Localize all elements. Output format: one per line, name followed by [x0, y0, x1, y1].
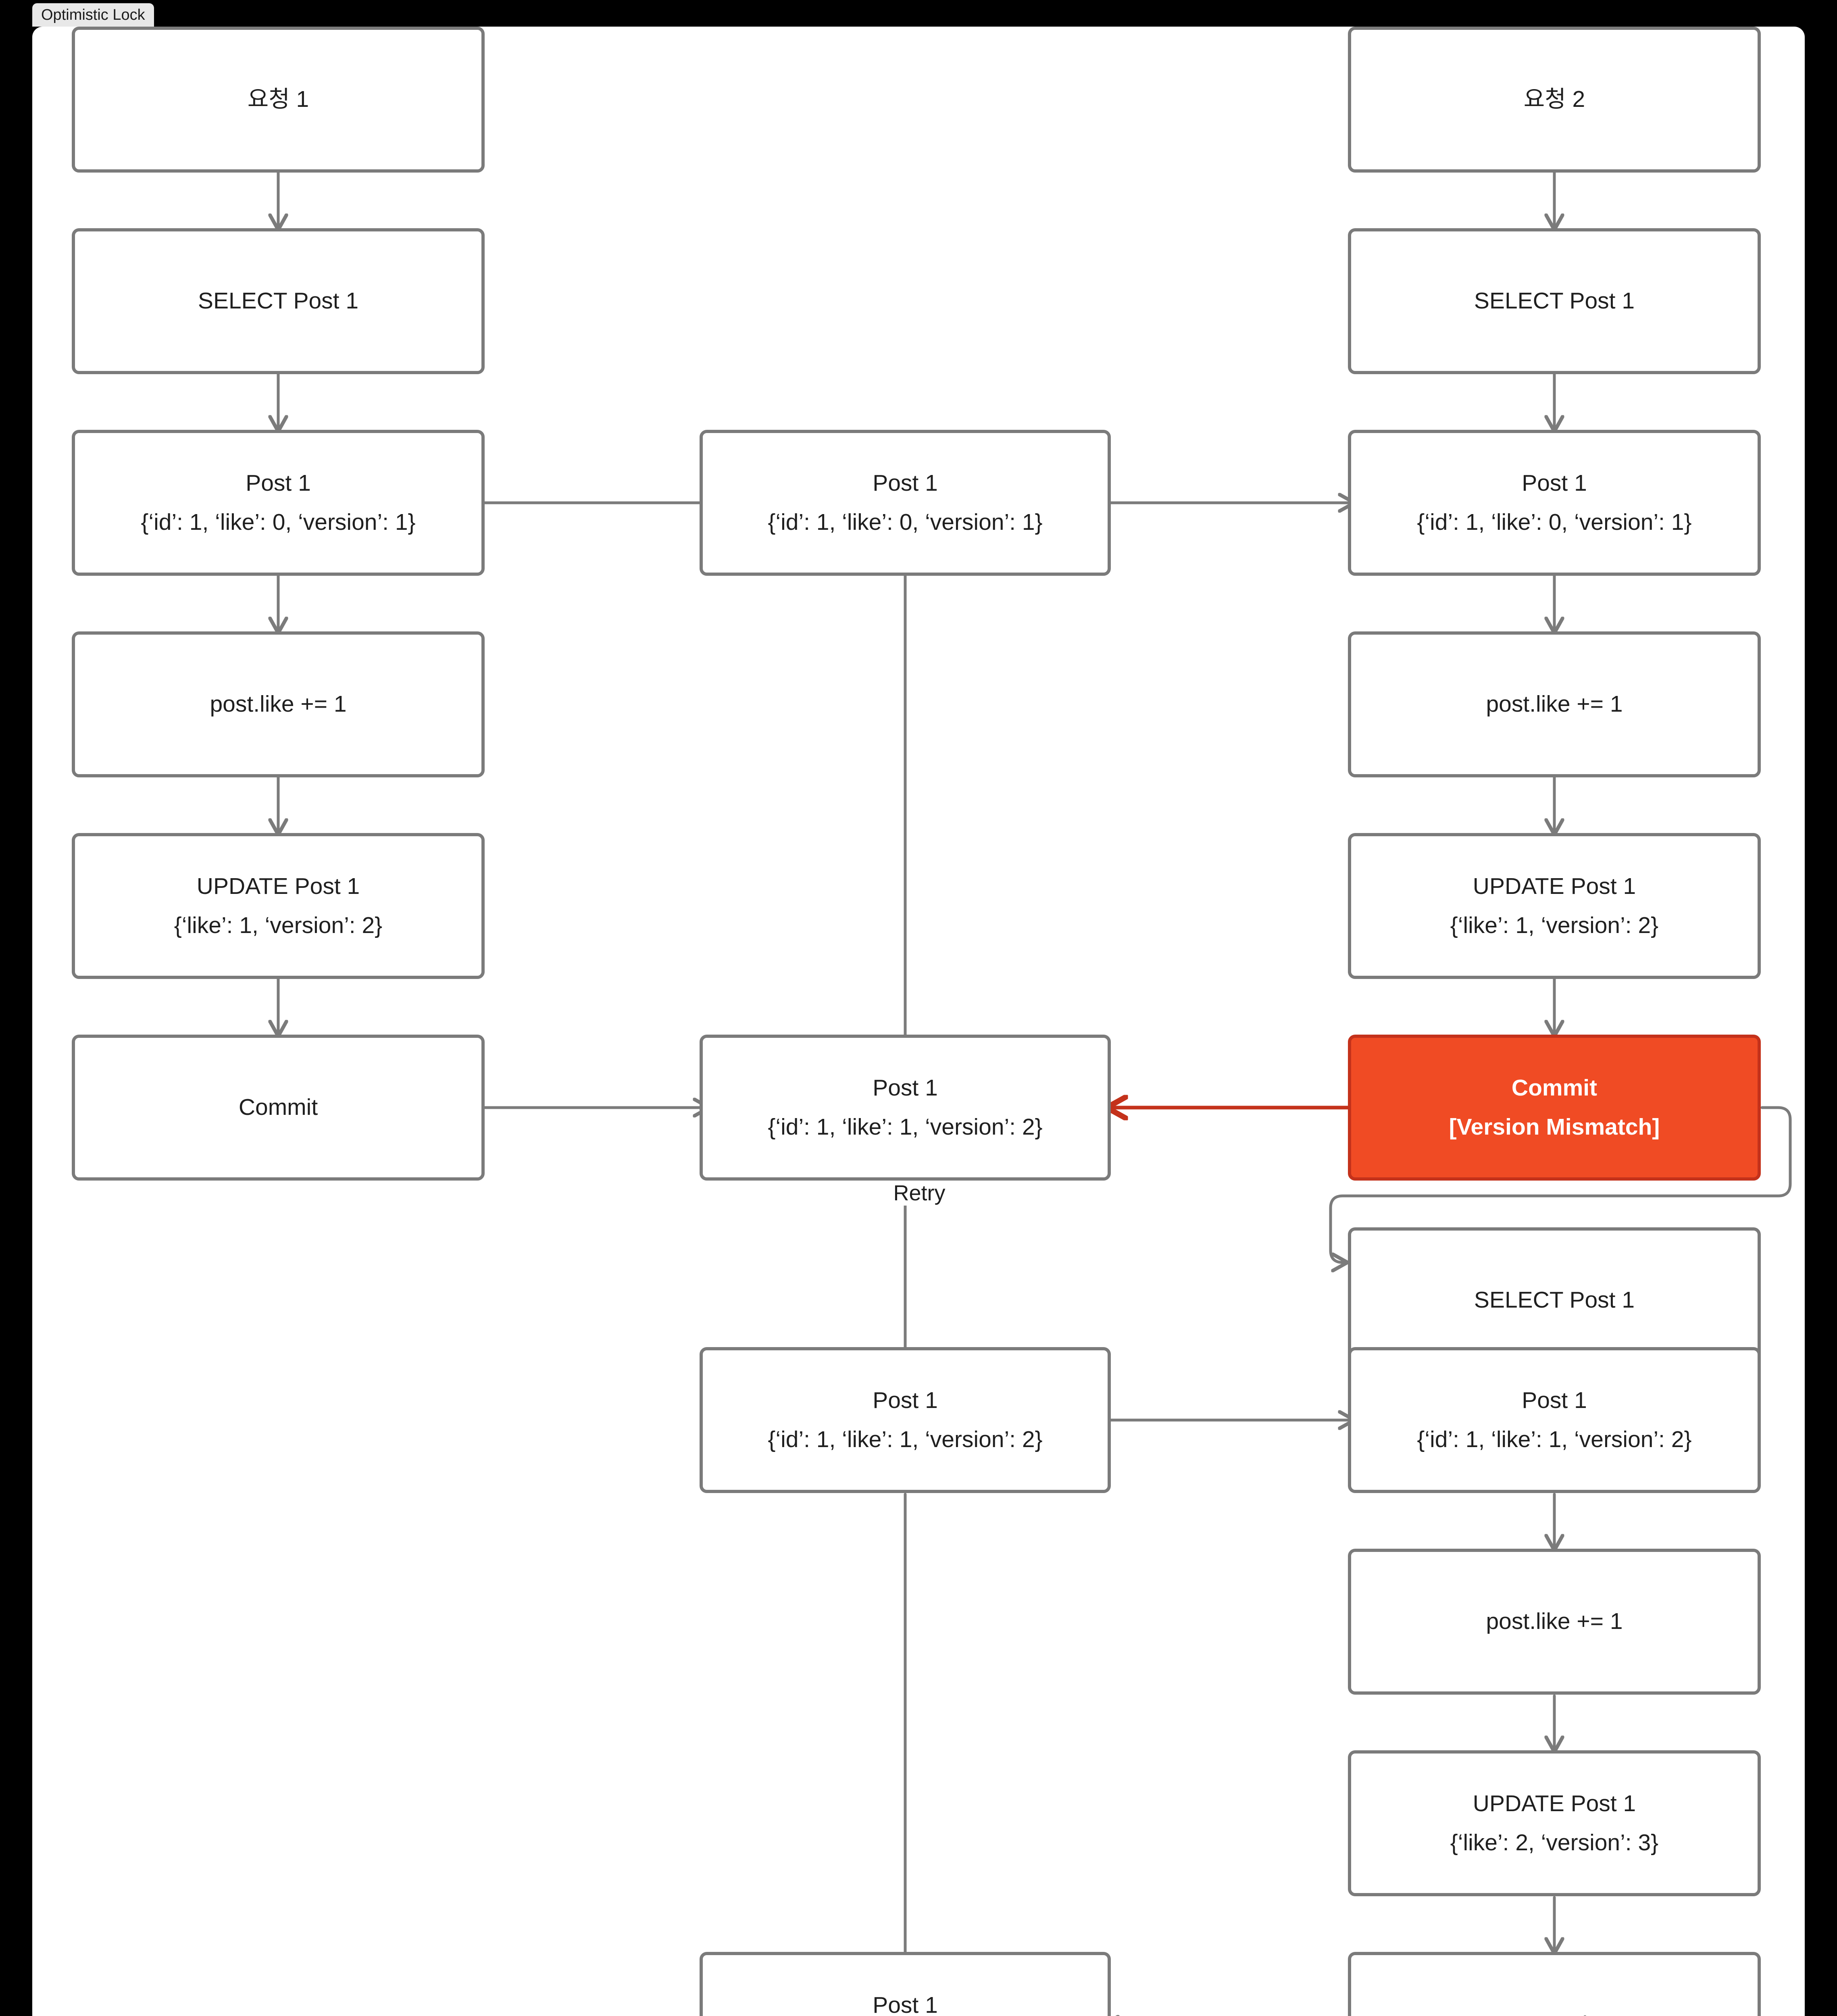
node-text-line2: {‘id’: 1, ‘like’: 1, ‘version’: 2} [768, 1427, 1043, 1452]
node-db-post-version-2-reread[interactable]: Post 1 {‘id’: 1, ‘like’: 1, ‘version’: 2… [700, 1347, 1111, 1493]
node-request-2-increment[interactable]: post.like += 1 [1348, 631, 1761, 777]
node-request-2-commit-version-mismatch[interactable]: Commit [Version Mismatch] [1348, 1035, 1761, 1181]
node-text-line1: SELECT Post 1 [198, 288, 359, 314]
node-text-line1: Post 1 [873, 1992, 938, 2016]
node-text-line2: {‘id’: 1, ‘like’: 0, ‘version’: 1} [768, 509, 1043, 535]
node-request-2-select[interactable]: SELECT Post 1 [1348, 228, 1761, 374]
node-text-line2: {‘like’: 2, ‘version’: 3} [1450, 1830, 1659, 1856]
node-request-1-post-v1[interactable]: Post 1 {‘id’: 1, ‘like’: 0, ‘version’: 1… [72, 430, 485, 576]
node-text-line1: UPDATE Post 1 [1473, 1790, 1636, 1816]
node-request-2-start[interactable]: 요청 2 [1348, 27, 1761, 173]
node-request-1-commit[interactable]: Commit [72, 1035, 485, 1181]
node-request-1-increment[interactable]: post.like += 1 [72, 631, 485, 777]
node-text-line2: {‘id’: 1, ‘like’: 1, ‘version’: 2} [1417, 1427, 1692, 1452]
window-title-text: Optimistic Lock [41, 6, 145, 23]
edge-retry-loop [1329, 1106, 1792, 1262]
node-request-2-increment-retry[interactable]: post.like += 1 [1348, 1549, 1761, 1695]
node-db-post-version-2[interactable]: Post 1 {‘id’: 1, ‘like’: 1, ‘version’: 2… [700, 1035, 1111, 1181]
node-request-2-update-retry[interactable]: UPDATE Post 1 {‘like’: 2, ‘version’: 3} [1348, 1750, 1761, 1896]
node-request-1-start[interactable]: 요청 1 [72, 27, 485, 173]
edge-layer [32, 171, 1792, 2016]
node-text-line2: {‘id’: 1, ‘like’: 1, ‘version’: 2} [768, 1114, 1043, 1140]
node-text-line2: [Version Mismatch] [1449, 1114, 1660, 1140]
node-text-line1: SELECT Post 1 [1474, 1287, 1635, 1313]
edge-label-retry: Retry [865, 1181, 974, 1206]
node-db-post-version-3[interactable]: Post 1 {‘id’: 1, ‘like’: 2, ‘version’: 3… [700, 1952, 1111, 2016]
diagram-canvas: Retry 요청 1 SELECT Post 1 Post 1 {‘id’: 1… [32, 27, 1805, 2016]
node-request-2-post-v1[interactable]: Post 1 {‘id’: 1, ‘like’: 0, ‘version’: 1… [1348, 430, 1761, 576]
node-text-line2: {‘id’: 1, ‘like’: 0, ‘version’: 1} [141, 509, 416, 535]
node-request-2-post-v2[interactable]: Post 1 {‘id’: 1, ‘like’: 1, ‘version’: 2… [1348, 1347, 1761, 1493]
window-title-tab[interactable]: Optimistic Lock [32, 3, 154, 27]
node-request-1-update[interactable]: UPDATE Post 1 {‘like’: 1, ‘version’: 2} [72, 833, 485, 979]
node-text-line1: Post 1 [873, 1387, 938, 1413]
node-text-line2: {‘like’: 1, ‘version’: 2} [1450, 912, 1659, 938]
node-request-2-update[interactable]: UPDATE Post 1 {‘like’: 1, ‘version’: 2} [1348, 833, 1761, 979]
node-text-line1: Post 1 [873, 1075, 938, 1101]
node-text-line1: UPDATE Post 1 [1473, 873, 1636, 899]
node-text-line1: post.like += 1 [210, 691, 347, 717]
node-request-1-select[interactable]: SELECT Post 1 [72, 228, 485, 374]
node-text-line2: {‘id’: 1, ‘like’: 0, ‘version’: 1} [1417, 509, 1692, 535]
node-text-line1: Commit [1511, 1075, 1597, 1101]
node-text-line1: 요청 1 [247, 86, 309, 112]
node-text-line1: Post 1 [1522, 470, 1587, 496]
node-text-line1: Post 1 [246, 470, 311, 496]
node-text-line1: Commit [1515, 2010, 1594, 2016]
node-text-line1: 요청 2 [1523, 86, 1585, 112]
node-db-post-version-1[interactable]: Post 1 {‘id’: 1, ‘like’: 0, ‘version’: 1… [700, 430, 1111, 576]
node-text-line1: post.like += 1 [1486, 1608, 1623, 1635]
node-text-line1: Post 1 [873, 470, 938, 496]
node-text-line1: UPDATE Post 1 [196, 873, 360, 899]
node-request-2-commit-success[interactable]: Commit [1348, 1952, 1761, 2016]
node-text-line1: Post 1 [1522, 1387, 1587, 1413]
node-text-line1: post.like += 1 [1486, 691, 1623, 717]
node-text-line1: Commit [238, 1094, 318, 1120]
node-text-line1: SELECT Post 1 [1474, 288, 1635, 314]
node-text-line2: {‘like’: 1, ‘version’: 2} [174, 912, 383, 938]
